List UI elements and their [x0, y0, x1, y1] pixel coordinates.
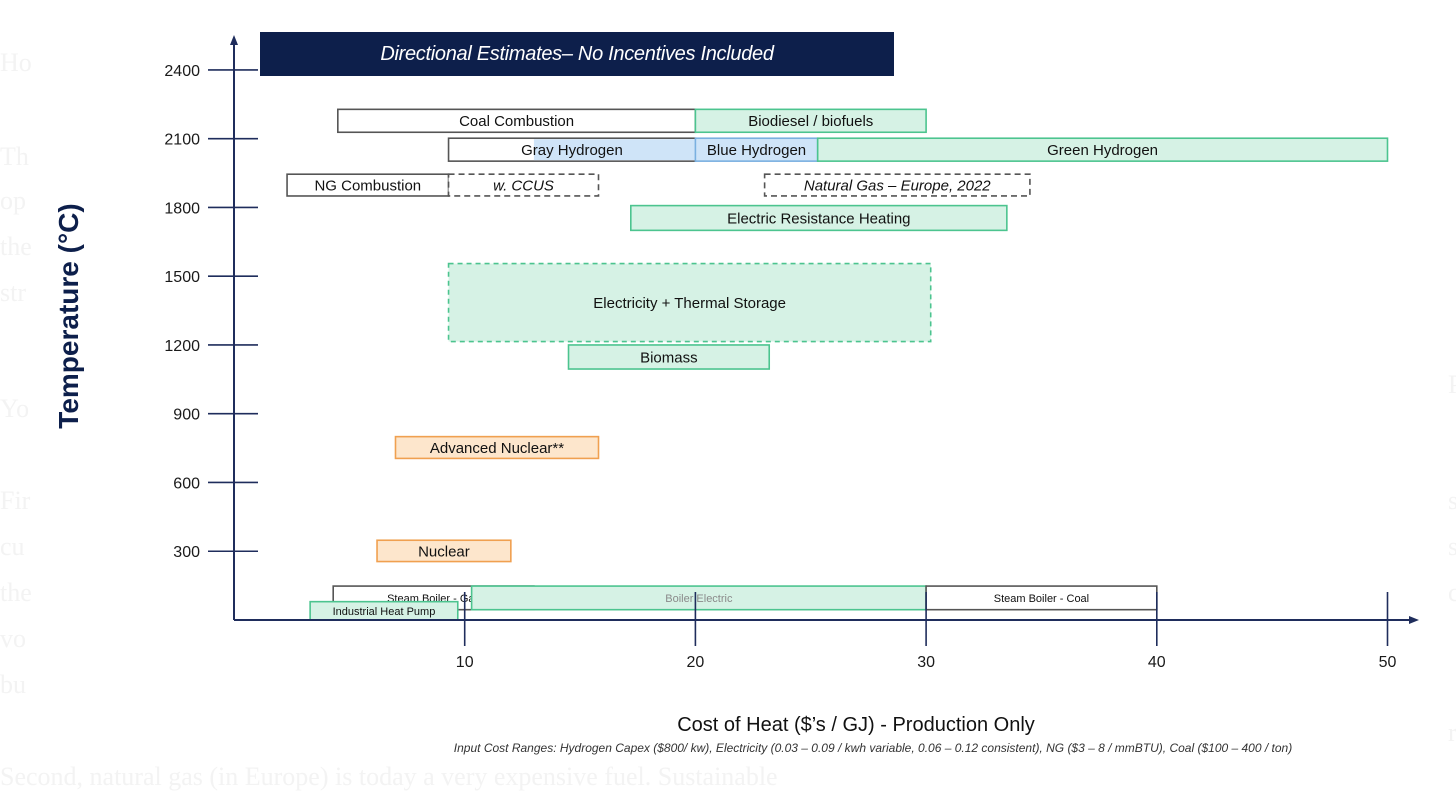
range-bar-w-ccus: w. CCUS [447, 173, 600, 197]
range-bar-rect [567, 344, 771, 370]
range-bar-label: Nuclear [418, 543, 470, 560]
input-cost-footnote: Input Cost Ranges: Hydrogen Capex ($800/… [453, 741, 1293, 755]
range-bar-rect [394, 435, 600, 460]
axes [230, 35, 1419, 624]
range-bar-label: Gray Hydrogen [521, 142, 623, 159]
x-tick-label: 50 [1379, 654, 1397, 671]
range-bar-electric-resistance-heating: Electric Resistance Heating [630, 204, 1008, 232]
range-bar-label: Natural Gas – Europe, 2022 [804, 177, 991, 194]
x-tick-label: 10 [456, 654, 474, 671]
range-bar-rect [630, 204, 1008, 232]
y-tick-label: 1500 [164, 269, 200, 286]
range-bar-industrial-heat-pump: Industrial Heat Pump [309, 600, 459, 621]
range-bar-blue-hydrogen: Blue Hydrogen [694, 137, 819, 162]
range-bar-label: Blue Hydrogen [707, 142, 806, 159]
range-bar-rect [447, 262, 932, 343]
range-bar-label: Coal Combustion [459, 113, 574, 130]
range-bar-label: Electric Resistance Heating [727, 210, 910, 227]
range-bar-rect [763, 173, 1031, 197]
y-tick-label: 1800 [164, 200, 200, 217]
range-bar-label: Electricity + Thermal Storage [593, 295, 786, 312]
y-tick-label: 1200 [164, 338, 200, 355]
range-bar-advanced-nuclear: Advanced Nuclear** [394, 435, 600, 460]
x-axis-label: Cost of Heat ($’s / GJ) - Production Onl… [677, 714, 1035, 736]
y-tick-label: 300 [173, 544, 200, 561]
range-bars: Coal Combustion Biodiesel / biofuelsGray … [286, 108, 1389, 621]
range-bar-label: Biodiesel / biofuels [748, 113, 873, 130]
axis-ticks: 300 600 900 1200 1500 1800 2100 2400 10 20 30 40 50 [164, 63, 1396, 671]
range-bar-nuclear: Nuclear [376, 539, 512, 563]
range-bar-rect [816, 137, 1389, 162]
range-bar-rect [447, 173, 600, 197]
range-bar-boiler-electric: Boiler Electric [470, 585, 927, 611]
range-bar-gray-hydrogen: Gray Hydrogen [447, 137, 697, 162]
range-bar-overlap [533, 139, 696, 161]
x-tick-label: 40 [1148, 654, 1166, 671]
range-bar-natural-gas-europe-2022: Natural Gas – Europe, 2022 [763, 173, 1031, 197]
range-bar-label: NG Combustion [314, 177, 421, 194]
range-bar-biomass: Biomass [567, 344, 771, 370]
range-bar-steam-boiler-coal: Steam Boiler - Coal [925, 585, 1158, 611]
y-tick-label: 900 [173, 407, 200, 424]
y-tick-label: 2100 [164, 132, 200, 149]
range-bar-label: Biomass [640, 349, 698, 366]
range-bar-label: Boiler Electric [665, 593, 733, 605]
range-bar-label: Steam Boiler - Coal [994, 593, 1089, 605]
range-bar-green-hydrogen: Green Hydrogen [816, 137, 1389, 162]
range-bar-label: Green Hydrogen [1047, 142, 1158, 159]
y-axis-label: Temperature (°C) [53, 203, 84, 428]
range-bar-rect [694, 108, 927, 134]
range-bar-label: w. CCUS [493, 177, 554, 194]
range-bar-ng-combustion: NG Combustion [286, 173, 450, 197]
range-bar-biodiesel-biofuels: Biodiesel / biofuels [694, 108, 927, 134]
y-tick-label: 600 [173, 475, 200, 492]
x-tick-label: 30 [917, 654, 935, 671]
range-bar-rect [376, 539, 512, 563]
range-bar-coal-combustion: Coal Combustion [337, 108, 697, 134]
range-bar-label: Industrial Heat Pump [333, 606, 436, 618]
x-tick-label: 20 [687, 654, 705, 671]
range-bar-electricity-thermal-storage: Electricity + Thermal Storage [447, 262, 932, 343]
range-bar-label: Advanced Nuclear** [430, 440, 564, 457]
chart-title-banner: Directional Estimates– No Incentives Inc… [260, 32, 894, 76]
y-tick-label: 2400 [164, 63, 200, 80]
